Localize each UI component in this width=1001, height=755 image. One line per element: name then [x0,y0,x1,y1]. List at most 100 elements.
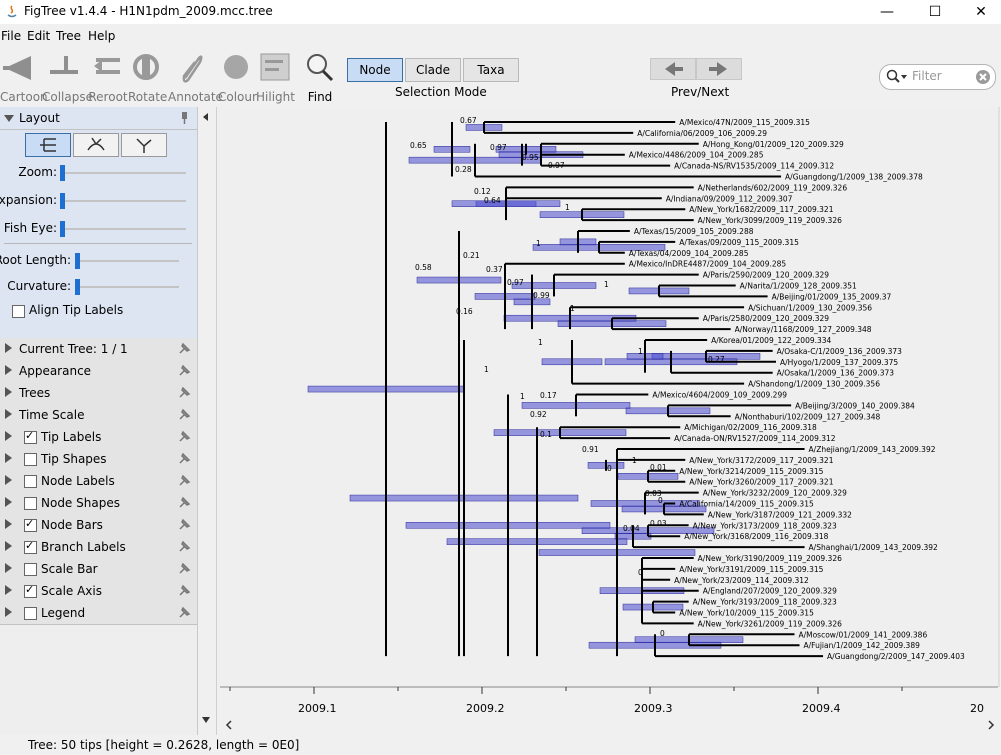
menu-edit[interactable]: Edit [27,29,51,43]
scroll-left-icon[interactable] [224,720,234,730]
pin-icon[interactable] [177,496,191,510]
section-node-labels[interactable]: Node Labels [0,470,197,493]
tip-label[interactable]: A/New_York/3193/2009_118_2009.323 [693,598,837,607]
tip-label[interactable]: A/New_York/3173/2009_118_2009.323 [693,521,837,530]
tip-label[interactable]: A/Paris/2590/2009_120_2009.329 [703,271,830,280]
curvature-thumb[interactable] [75,279,80,295]
section-current-tree-1-1[interactable]: Current Tree: 1 / 1 [0,338,197,361]
tip-label[interactable]: A/Korea/01/2009_122_2009.334 [711,336,831,345]
fisheye-slider[interactable]: Fish Eye: [0,219,197,239]
section-checkbox[interactable] [24,563,37,576]
tip-label[interactable]: A/Guangdong/1/2009_138_2009.378 [785,173,923,182]
filter-field[interactable]: Filter [879,64,996,90]
section-checkbox[interactable] [24,539,37,554]
expansion-thumb[interactable] [60,193,65,209]
tip-label[interactable]: A/New_York/1682/2009_117_2009.321 [689,205,833,214]
tip-label[interactable]: A/New_York/10/2009_115_2009.315 [679,609,814,618]
tip-label[interactable]: A/New_York/3191/2009_115_2009.315 [679,565,823,574]
tip-label[interactable]: A/Michigan/02/2009_116_2009.318 [684,423,817,432]
pin-icon[interactable] [177,408,191,422]
close-button[interactable]: ✕ [975,4,987,20]
curvature-slider[interactable]: Curvature: [0,277,197,297]
tip-label[interactable]: A/Netherlands/602/2009_119_2009.326 [698,183,848,192]
pin-icon[interactable] [177,584,191,598]
tip-label[interactable]: A/Fujian/1/2009_142_2009.389 [804,641,921,650]
tip-label[interactable]: A/Canada-ON/RV1527/2009_114_2009.312 [674,434,836,443]
section-checkbox[interactable] [24,583,37,598]
tip-label[interactable]: A/New_York/3214/2009_115_2009.315 [679,467,823,476]
root-length-slider[interactable]: Root Length: [0,251,197,271]
tip-label[interactable]: A/Beijing/3/2009_140_2009.384 [795,401,915,410]
tip-label[interactable]: A/Texas/09/2009_115_2009.315 [679,238,799,247]
hilight-button[interactable]: Hilight [256,50,295,104]
tip-label[interactable]: A/Mexico/47N/2009_115_2009.315 [679,118,810,127]
tip-label[interactable]: A/Mexico/4486/2009_104_2009.285 [629,151,764,160]
tip-label[interactable]: A/Sichuan/1/2009_130_2009.356 [748,303,872,312]
horizontal-scrollbar[interactable] [218,716,1000,734]
align-tip-labels-checkbox[interactable] [12,305,25,318]
cartoon-button[interactable]: Cartoon [0,50,48,104]
section-checkbox[interactable] [24,429,37,444]
tip-label[interactable]: A/Hong_Kong/01/2009_120_2009.329 [703,140,844,149]
next-button[interactable] [696,58,742,80]
section-node-bars[interactable]: Node Bars [0,514,197,537]
pin-icon[interactable] [177,474,191,488]
fisheye-thumb[interactable] [60,221,65,237]
tip-label[interactable]: A/Texas/15/2009_105_2009.288 [634,227,754,236]
section-checkbox[interactable] [24,475,37,488]
tip-label[interactable]: A/New_York/3260/2009_117_2009.321 [689,478,833,487]
tip-label[interactable]: A/New_York/3168/2009_116_2009.318 [684,532,828,541]
tip-label[interactable]: A/New_York/3261/2009_119_2009.326 [698,619,842,628]
tip-label[interactable]: A/New_York/3187/2009_121_2009.332 [708,510,852,519]
clade-mode-button[interactable]: Clade [405,58,461,82]
pin-icon[interactable] [177,342,191,356]
menu-help[interactable]: Help [88,29,116,43]
annotate-button[interactable]: Annotate [168,50,223,104]
find-button[interactable]: Find [302,50,338,104]
root-length-thumb[interactable] [75,253,80,269]
zoom-thumb[interactable] [60,165,65,181]
section-appearance[interactable]: Appearance [0,360,197,383]
tip-label[interactable]: A/Shandong/1/2009_130_2009.356 [748,380,880,389]
pin-icon[interactable] [177,430,191,444]
tip-label[interactable]: A/Zhejiang/1/2009_143_2009.392 [809,445,936,454]
tip-label[interactable]: A/Canada-NS/RV1535/2009_114_2009.312 [674,162,834,171]
section-checkbox[interactable] [24,517,37,532]
scroll-left-arrow-icon[interactable] [201,112,211,122]
pin-icon[interactable] [177,364,191,378]
node-mode-button[interactable]: Node [347,58,403,82]
section-tip-shapes[interactable]: Tip Shapes [0,448,197,471]
section-checkbox[interactable] [24,607,37,620]
zoom-slider[interactable]: Zoom: [0,163,197,183]
section-time-scale[interactable]: Time Scale [0,404,197,427]
section-branch-labels[interactable]: Branch Labels [0,536,197,559]
layout-header[interactable]: Layout [0,107,197,130]
section-checkbox[interactable] [24,497,37,510]
tip-label[interactable]: A/Mexico/4604/2009_109_2009.299 [652,391,787,400]
expansion-slider[interactable]: Expansion: [0,191,197,211]
pin-icon[interactable] [177,606,191,620]
tip-label[interactable]: A/Hyogo/1/2009_137_2009.375 [780,358,898,367]
collapse-button[interactable]: Collapse [42,50,93,104]
tip-label[interactable]: A/Norway/1168/2009_127_2009.348 [735,325,872,334]
section-node-shapes[interactable]: Node Shapes [0,492,197,515]
tip-label[interactable]: A/Indiana/09/2009_112_2009.307 [666,194,793,203]
reroot-button[interactable]: Reroot [88,50,128,104]
tip-label[interactable]: A/New_York/3172/2009_117_2009.321 [689,456,833,465]
pin-icon[interactable] [177,386,191,400]
pin-icon[interactable] [177,452,191,466]
tip-label[interactable]: A/California/06/2009_106_2009.29 [637,129,767,138]
section-checkbox[interactable] [24,453,37,466]
tip-label[interactable]: A/Beijing/01/2009_135_2009.37 [772,292,892,301]
section-tip-labels[interactable]: Tip Labels [0,426,197,449]
scroll-down-arrow-icon[interactable] [201,715,211,725]
tip-label[interactable]: A/New_York/23/2009_114_2009.312 [674,576,809,585]
tip-label[interactable]: A/Osaka/1/2009_136_2009.373 [777,369,895,378]
tip-label[interactable]: A/Shanghai/1/2009_143_2009.392 [809,543,938,552]
tip-label[interactable]: A/England/207/2009_120_2009.329 [703,587,837,596]
tip-label[interactable]: A/New_York/3099/2009_119_2009.326 [698,216,842,225]
minimize-button[interactable]: — [880,4,894,20]
rotate-button[interactable]: Rotate [128,50,167,104]
radial-layout-button[interactable] [121,133,167,157]
